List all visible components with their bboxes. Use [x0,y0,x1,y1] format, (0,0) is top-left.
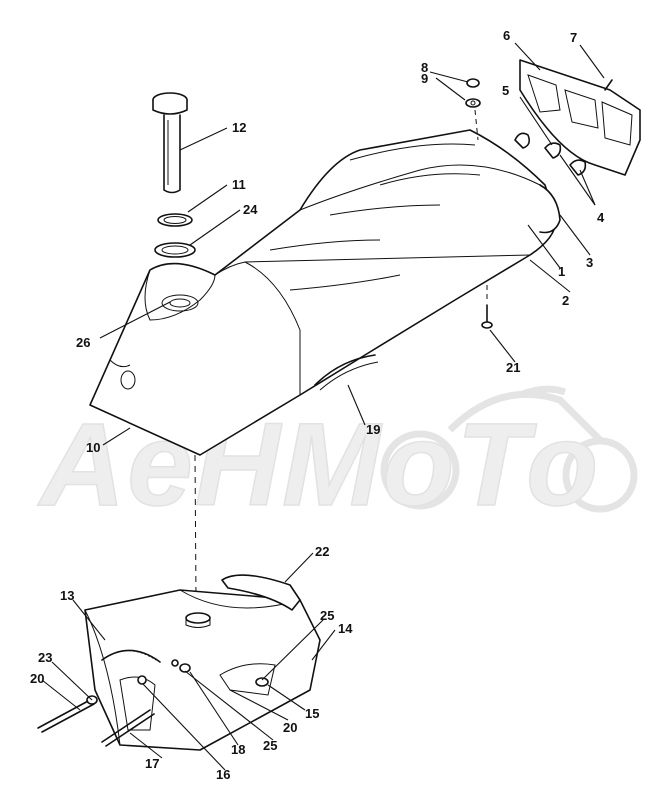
taillight-lens [519,59,641,176]
leader-lines [41,42,605,771]
callout-16: 16 [216,767,230,782]
callout-5: 5 [502,83,509,98]
callout-20a: 20 [30,671,44,686]
callout-11: 11 [232,177,246,192]
callout-9: 9 [421,71,428,86]
callout-12: 12 [232,120,246,135]
callout-13: 13 [60,588,74,603]
callouts: 12 11 24 26 10 8 9 6 7 5 4 3 2 1 21 19 2… [30,28,605,782]
callout-19: 19 [366,422,380,437]
callout-23: 23 [38,650,52,665]
screw-7 [604,79,613,91]
callout-8: 8 [421,60,428,75]
callout-4: 4 [597,210,605,225]
callout-15: 15 [305,706,319,721]
callout-14: 14 [338,621,353,636]
bulbs [514,132,587,176]
callout-26: 26 [76,335,90,350]
callout-22: 22 [315,544,329,559]
nut [466,78,480,88]
callout-18: 18 [231,742,245,757]
callout-10: 10 [86,440,100,455]
fitting-25a [171,659,179,667]
callout-3: 3 [586,255,593,270]
watermark-motorcycle-icon [380,385,638,513]
callout-20b: 20 [283,720,297,735]
seat-assembly [89,129,561,456]
callout-25b: 25 [263,738,277,753]
callout-24: 24 [243,202,258,217]
washer [465,98,481,108]
callout-21: 21 [506,360,520,375]
callout-17: 17 [145,756,159,771]
callout-7: 7 [570,30,577,45]
tank-strap [221,574,301,611]
gas-cap [152,92,188,194]
callout-1: 1 [558,264,565,279]
ring [154,242,196,258]
clip-16 [137,675,147,685]
callout-25a: 25 [320,608,334,623]
gasket [157,213,193,227]
callout-2: 2 [562,293,569,308]
callout-6: 6 [503,28,510,43]
screw-21 [481,304,493,329]
fitting-15 [255,677,269,687]
fuel-lines [37,699,155,747]
fitting-18 [179,663,191,673]
